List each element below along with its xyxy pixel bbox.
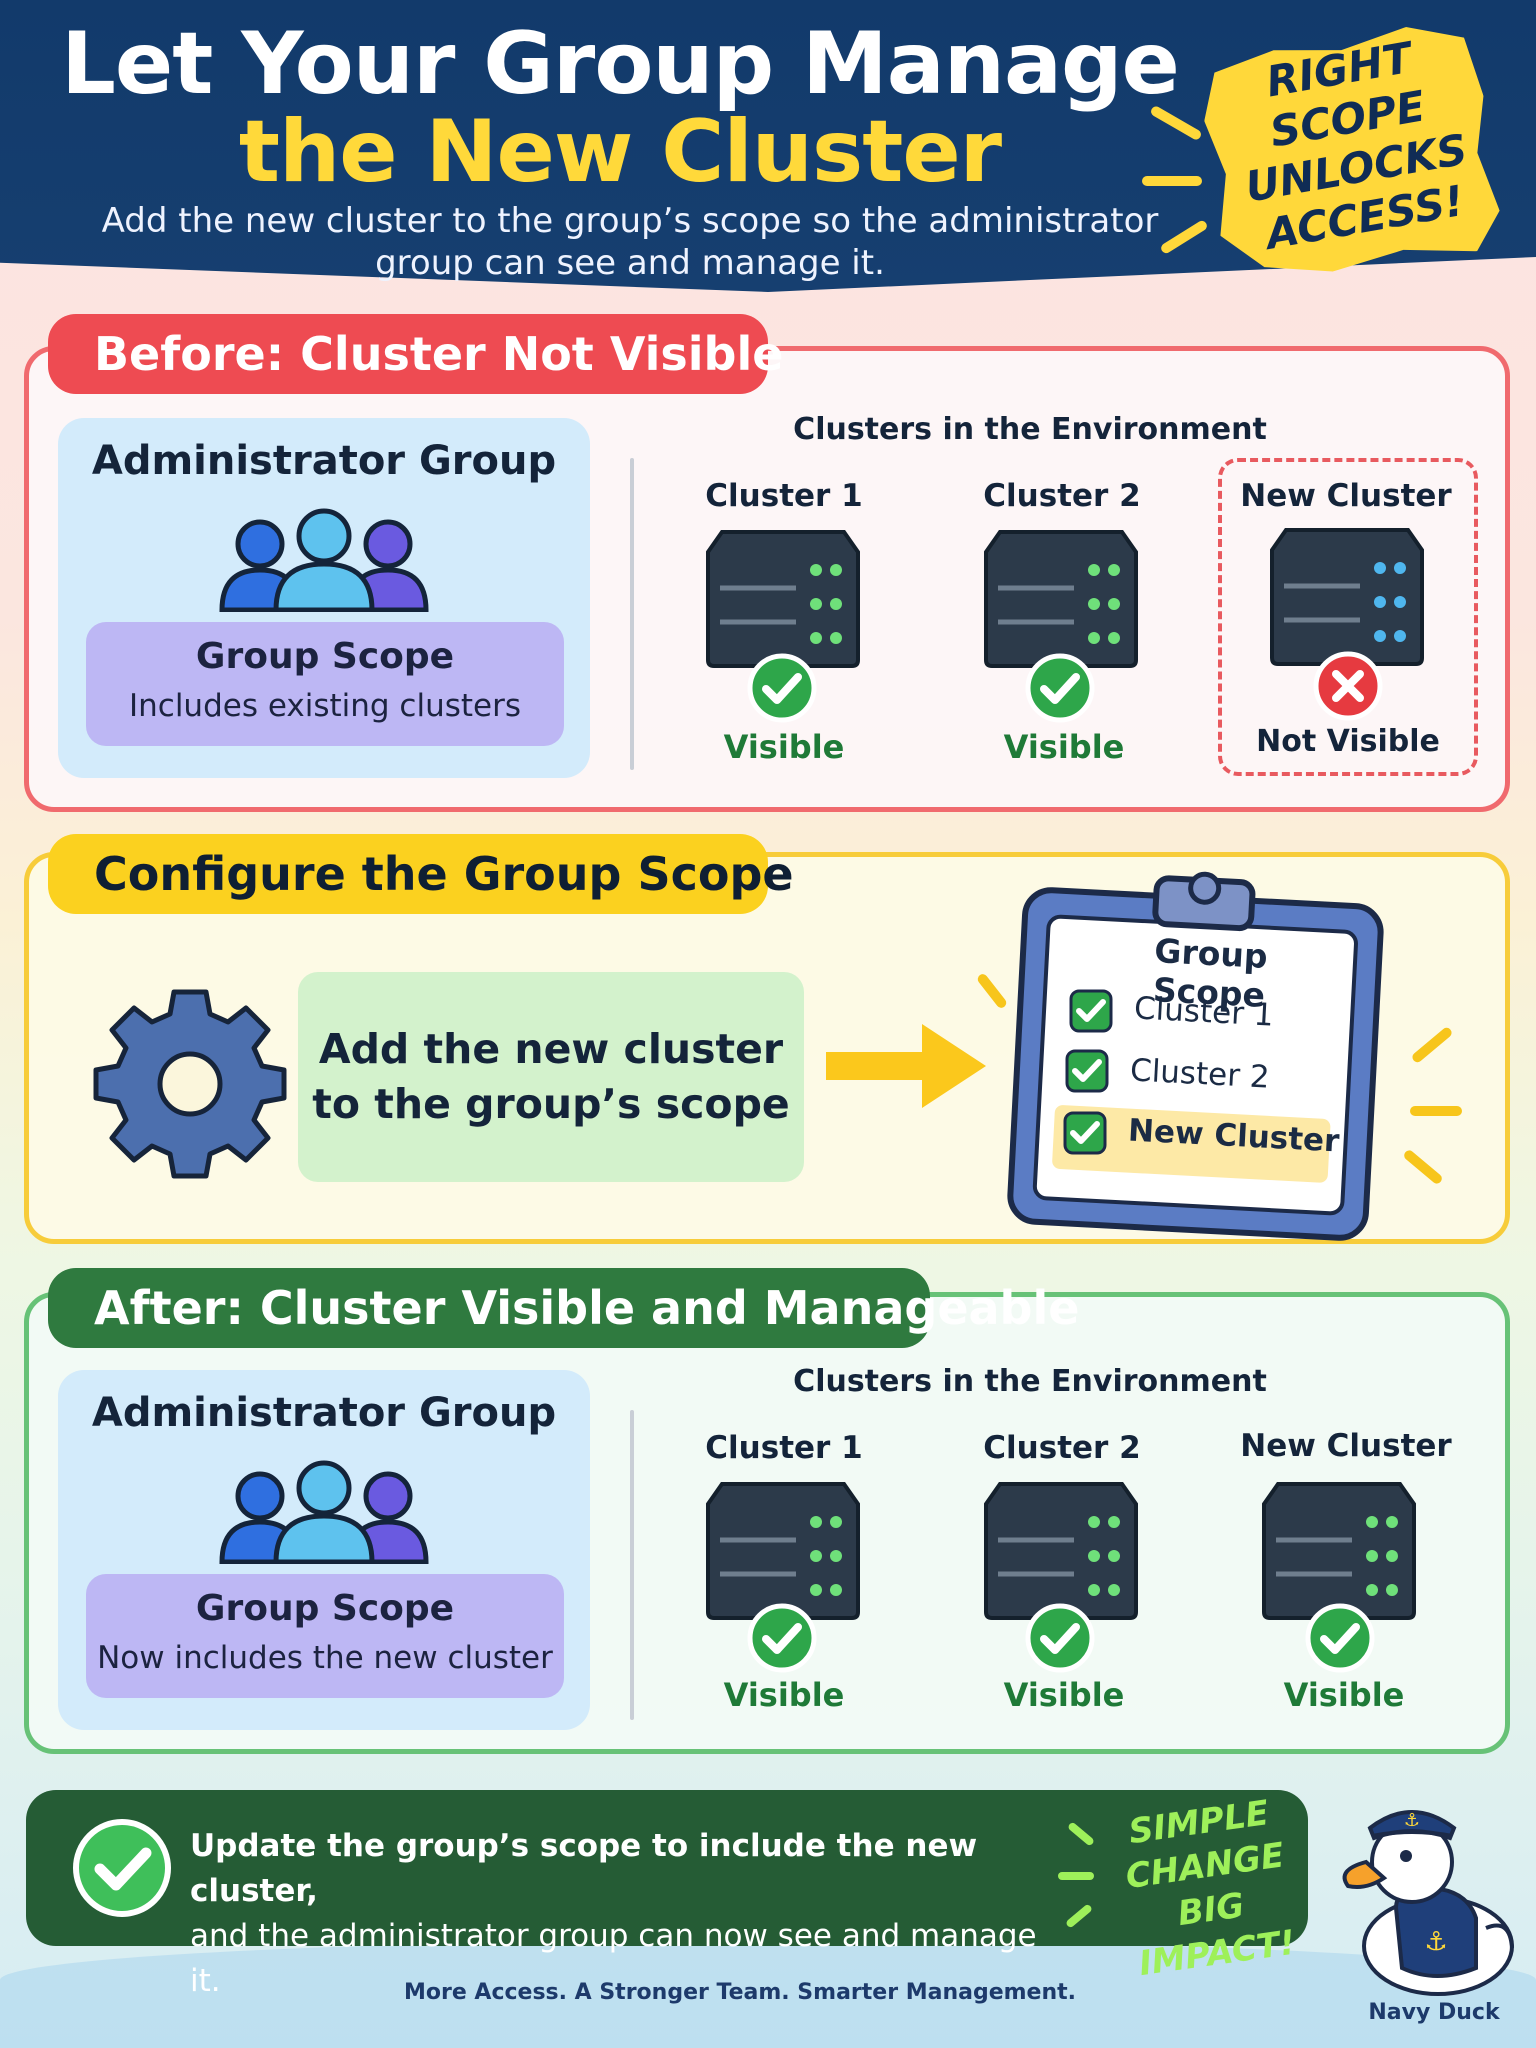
- add-cluster-text: Add the new cluster to the group’s scope: [298, 1022, 804, 1132]
- cluster-status: Visible: [1283, 1676, 1405, 1714]
- footer-tagline: More Access. A Stronger Team. Smarter Ma…: [403, 1980, 1077, 2005]
- people-icon: [219, 508, 429, 612]
- group-scope-subtitle: Includes existing clusters: [128, 688, 521, 724]
- cluster-status: Visible: [723, 728, 845, 766]
- before-tag: Before: Cluster Not Visible: [48, 314, 783, 394]
- add-cluster-instruction: Add the new cluster to the group’s scope: [298, 972, 804, 1182]
- server-icon: [706, 1482, 860, 1620]
- check-icon: [1025, 1603, 1095, 1673]
- cluster-status: Not Visible: [1256, 724, 1440, 759]
- summary-text: Update the group’s scope to include the …: [190, 1824, 1050, 2004]
- checkbox-icon: [1065, 1049, 1109, 1093]
- spark-ray: [1410, 1106, 1462, 1116]
- cluster-name: New Cluster: [1240, 478, 1452, 514]
- env-title: Clusters in the Environment: [793, 412, 1267, 447]
- group-scope-box: Group Scope Now includes the new cluster: [86, 1574, 564, 1698]
- before-admin-group: Administrator Group Group Scope Includes…: [58, 418, 590, 778]
- group-scope-title: Group Scope: [195, 1588, 455, 1629]
- mascot-name: Navy Duck: [1368, 2000, 1500, 2025]
- check-icon: [1305, 1603, 1375, 1673]
- config-tag: Configure the Group Scope: [48, 834, 794, 914]
- clipboard-icon: [1007, 871, 1384, 1241]
- divider: [630, 1410, 634, 1720]
- svg-text:⚓: ⚓: [1424, 1927, 1447, 1957]
- summary-line-2: and the administrator group can now see …: [190, 1918, 1037, 1999]
- cluster-name: Cluster 1: [705, 1430, 863, 1466]
- duck-mascot-icon: ⚓ ⚓: [1342, 1810, 1514, 1996]
- after-admin-group: Administrator Group Group Scope Now incl…: [58, 1370, 590, 1730]
- check-circle-icon: [73, 1819, 171, 1917]
- group-scope-subtitle: Now includes the new cluster: [97, 1640, 553, 1676]
- cluster-status: Visible: [723, 1676, 845, 1714]
- summary-banner: Update the group’s scope to include the …: [26, 1790, 1308, 1999]
- cluster-status: Visible: [1003, 728, 1125, 766]
- arrow-right-icon: [826, 1024, 986, 1108]
- subtitle: Add the new cluster to the group’s scope…: [40, 200, 1220, 284]
- x-icon: [1313, 651, 1383, 721]
- title-line-2: the New Cluster: [238, 102, 1002, 202]
- checkbox-icon: [1069, 989, 1113, 1033]
- group-scope-box: Group Scope Includes existing clusters: [86, 622, 564, 746]
- cluster-name: Cluster 1: [705, 478, 863, 514]
- wave-background: [0, 1940, 1536, 2048]
- title-line-1: Let Your Group Manage: [61, 14, 1180, 114]
- subtitle-line-2: group can see and manage it.: [375, 243, 885, 283]
- simple-change-callout: SIMPLE CHANGE BIG IMPACT!: [1097, 1787, 1320, 1989]
- svg-text:⚓: ⚓: [1404, 1810, 1420, 1831]
- check-icon: [1025, 653, 1095, 723]
- summary-line-1: Update the group’s scope to include the …: [190, 1828, 978, 1909]
- check-icon: [747, 653, 817, 723]
- add-line-1: Add the new cluster: [318, 1025, 784, 1073]
- server-icon: [1262, 1482, 1416, 1620]
- subtitle-line-1: Add the new cluster to the group’s scope…: [101, 201, 1159, 241]
- cluster-name: Cluster 2: [983, 478, 1141, 514]
- server-icon: [706, 530, 860, 668]
- admin-group-title: Administrator Group: [91, 1390, 557, 1436]
- check-icon: [747, 1603, 817, 1673]
- group-scope-title: Group Scope: [195, 636, 455, 677]
- gear-icon: [93, 989, 287, 1179]
- burst-ray: [1142, 176, 1202, 186]
- scope-item: Cluster 1: [1133, 990, 1275, 1034]
- checkbox-icon: [1063, 1111, 1107, 1155]
- add-line-2: to the group’s scope: [312, 1080, 790, 1128]
- scope-item: Cluster 2: [1129, 1052, 1271, 1096]
- env-title: Clusters in the Environment: [793, 1364, 1267, 1399]
- people-icon: [219, 1460, 429, 1564]
- cluster-status: Visible: [1003, 1676, 1125, 1714]
- admin-group-title: Administrator Group: [91, 438, 557, 484]
- cluster-name: New Cluster: [1240, 1428, 1452, 1464]
- server-icon: [1270, 528, 1424, 666]
- server-icon: [984, 1482, 1138, 1620]
- spark-ray: [1058, 1872, 1094, 1880]
- cluster-name: Cluster 2: [983, 1430, 1141, 1466]
- new-cluster-highlight: [1218, 458, 1478, 776]
- server-icon: [984, 530, 1138, 668]
- after-tag: After: Cluster Visible and Manageable: [48, 1268, 1079, 1348]
- divider: [630, 458, 634, 770]
